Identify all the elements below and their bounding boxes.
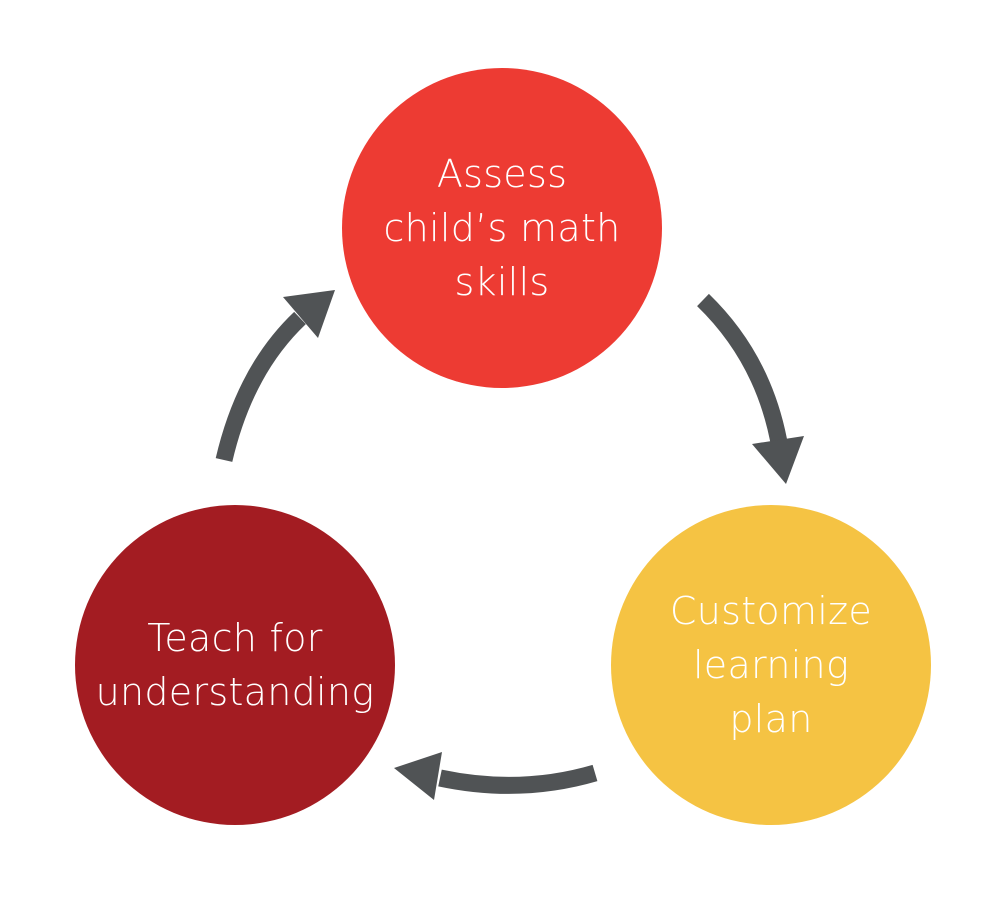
step-label-line: skills [454, 260, 550, 304]
step-assess-circle: Assess child’s math skills [342, 68, 662, 388]
step-customize-circle: Customize learning plan [611, 505, 931, 825]
step-label-line: plan [729, 697, 813, 741]
arrow-assess-to-customize [697, 293, 804, 484]
step-label-line: child’s math [383, 206, 621, 250]
step-label-line: Assess [436, 152, 568, 196]
step-label-line: learning [692, 643, 850, 687]
step-label-line: understanding [95, 670, 375, 714]
arrow-customize-to-teach [394, 752, 598, 800]
step-teach-circle: Teach for understanding [75, 505, 395, 825]
step-label-line: Customize [669, 589, 873, 633]
arrow-teach-to-assess [215, 290, 335, 462]
step-label-line: Teach for [147, 616, 323, 660]
